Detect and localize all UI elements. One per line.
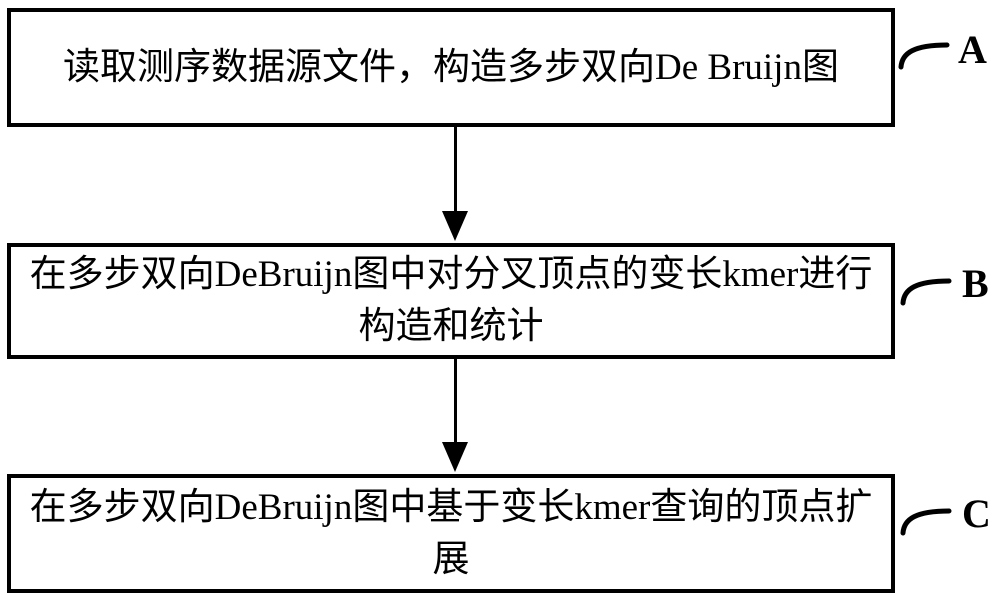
flow-box-kmer-construct: 在多步双向DeBruijn图中对分叉顶点的变长kmer进行 构造和统计: [7, 243, 895, 359]
step-label-b: B: [962, 261, 989, 306]
flow-box-text: 构造和统计: [358, 306, 544, 347]
flow-box-vertex-extend: 在多步双向DeBruijn图中基于变长kmer查询的顶点扩 展: [7, 474, 895, 593]
flow-box-text: 在多步双向DeBruijn图中对分叉顶点的变长kmer进行: [29, 254, 873, 295]
hook-connector-c: [900, 508, 952, 536]
arrow-down-2-head: [442, 442, 468, 472]
arrow-down-1-shaft: [454, 127, 457, 213]
arrow-down-1-head: [442, 211, 468, 241]
step-label-c: C: [962, 491, 991, 536]
hook-connector-a: [898, 42, 950, 70]
flow-box-text: 在多步双向DeBruijn图中基于变长kmer查询的顶点扩: [29, 486, 873, 528]
flow-box-text: 展: [432, 538, 470, 580]
arrow-down-2-shaft: [454, 359, 457, 444]
step-label-a: A: [958, 27, 987, 72]
flow-box-read-source: 读取测序数据源文件，构造多步双向De Bruijn图: [7, 8, 895, 127]
flow-box-text: 读取测序数据源文件，构造多步双向De Bruijn图: [63, 46, 839, 88]
hook-connector-b: [900, 278, 952, 306]
